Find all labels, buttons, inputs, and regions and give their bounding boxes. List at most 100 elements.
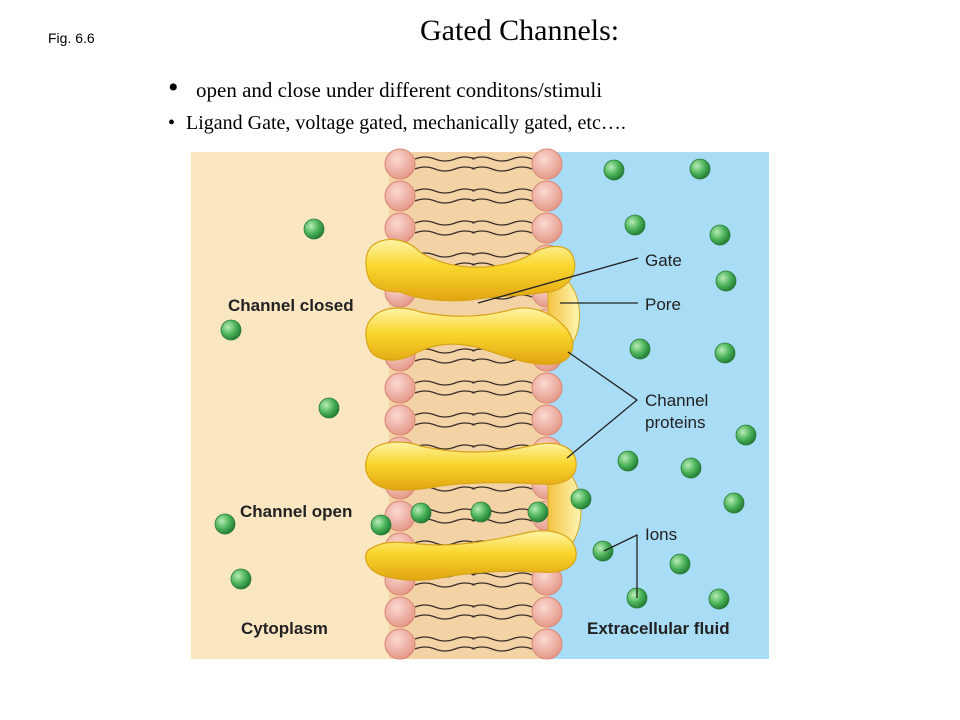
gate-callout-line: [477, 257, 639, 304]
lipid-tail: [471, 636, 533, 642]
ion: [735, 424, 757, 446]
lipid-tail: [414, 230, 476, 236]
lipid-tail: [414, 252, 476, 258]
lipid-tail: [414, 166, 476, 172]
extracellular-fluid-label: Extracellular fluid: [587, 619, 730, 638]
lipid-tail: [414, 636, 476, 642]
ion: [230, 568, 252, 590]
lipid-tail: [414, 412, 476, 418]
lipid-tail: [414, 390, 476, 396]
phospholipid-head: [531, 596, 563, 628]
ion: [708, 588, 730, 610]
bullet-list: open and close under different conditons…: [168, 73, 626, 133]
ion: [318, 397, 340, 419]
ion: [624, 214, 646, 236]
lipid-tail: [471, 252, 533, 258]
ion: [715, 270, 737, 292]
phospholipid-head: [384, 212, 416, 244]
lipid-tail: [414, 156, 476, 162]
ion: [723, 492, 745, 514]
channel-protein-top: [365, 238, 576, 302]
ions-callout-line: [603, 533, 638, 598]
lipid-tail: [414, 646, 476, 652]
open-channel-protein: [365, 441, 582, 581]
channel-protein-bottom: [365, 307, 574, 365]
phospholipid-head: [531, 372, 563, 404]
cytoplasm-region: [191, 152, 389, 659]
lipid-tail: [471, 582, 533, 588]
channel-closed-label: Channel closed: [228, 296, 354, 315]
phospholipid-head: [384, 596, 416, 628]
lipid-tail: [471, 188, 533, 194]
phospholipid-head: [384, 372, 416, 404]
ion: [303, 218, 325, 240]
phospholipid-head: [531, 180, 563, 212]
lipid-tail: [471, 380, 533, 386]
page-title: Gated Channels:: [420, 14, 620, 47]
phospholipid-head: [531, 148, 563, 180]
ion: [714, 342, 736, 364]
ion: [689, 158, 711, 180]
ion: [603, 159, 625, 181]
channel-open-label: Channel open: [240, 502, 352, 521]
channel-proteins-callout-line: [566, 351, 639, 459]
ion: [617, 450, 639, 472]
cytoplasm-label: Cytoplasm: [241, 619, 328, 638]
ions: [214, 158, 757, 610]
lipid-tail: [414, 358, 476, 364]
ion: [669, 553, 691, 575]
lipid-tail: [471, 422, 533, 428]
ion: [527, 501, 549, 523]
lipid-tail: [471, 572, 533, 578]
ion: [220, 319, 242, 341]
phospholipid-head: [384, 148, 416, 180]
lipid-tail: [471, 166, 533, 172]
ions-label: Ions: [645, 525, 677, 544]
phospholipid-head: [531, 628, 563, 660]
lipid-tail: [414, 582, 476, 588]
lipid-tail: [414, 188, 476, 194]
ion: [629, 338, 651, 360]
phospholipid-head: [384, 180, 416, 212]
lipid-tail: [414, 220, 476, 226]
ion: [570, 488, 592, 510]
phospholipid-head: [531, 212, 563, 244]
phospholipid-head: [384, 404, 416, 436]
ion: [680, 457, 702, 479]
lipid-tail: [414, 614, 476, 620]
gate-label: Gate: [645, 251, 682, 270]
lipid-tail: [471, 646, 533, 652]
channel-proteins-label-line1: Channel: [645, 391, 708, 410]
bullet-item: open and close under different conditons…: [168, 73, 626, 103]
channel-protein-bottom: [365, 530, 577, 581]
channel-proteins-label-line2: proteins: [645, 413, 705, 432]
ion: [470, 501, 492, 523]
lipid-tail: [414, 198, 476, 204]
lipid-tail: [471, 604, 533, 610]
lipid-tail: [471, 156, 533, 162]
lipid-tail: [471, 198, 533, 204]
lipid-tail: [471, 220, 533, 226]
lipid-tail: [471, 486, 533, 492]
extracellular-region: [549, 152, 769, 659]
callout-lines: [477, 257, 639, 598]
pore-label: Pore: [645, 295, 681, 314]
lipid-tail: [471, 230, 533, 236]
lipid-tail: [414, 380, 476, 386]
ion: [410, 502, 432, 524]
closed-channel-protein: [365, 238, 580, 365]
ion: [709, 224, 731, 246]
lipid-tail: [471, 614, 533, 620]
lipid-tail: [414, 604, 476, 610]
bullet-item: Ligand Gate, voltage gated, mechanically…: [168, 113, 626, 133]
lipid-tail: [414, 444, 476, 450]
lipid-tail: [471, 444, 533, 450]
ion: [370, 514, 392, 536]
channel-protein-top: [365, 441, 577, 491]
lipid-tail: [414, 422, 476, 428]
phospholipid-head: [531, 404, 563, 436]
ion: [592, 540, 614, 562]
phospholipid-head: [384, 628, 416, 660]
ion: [214, 513, 236, 535]
